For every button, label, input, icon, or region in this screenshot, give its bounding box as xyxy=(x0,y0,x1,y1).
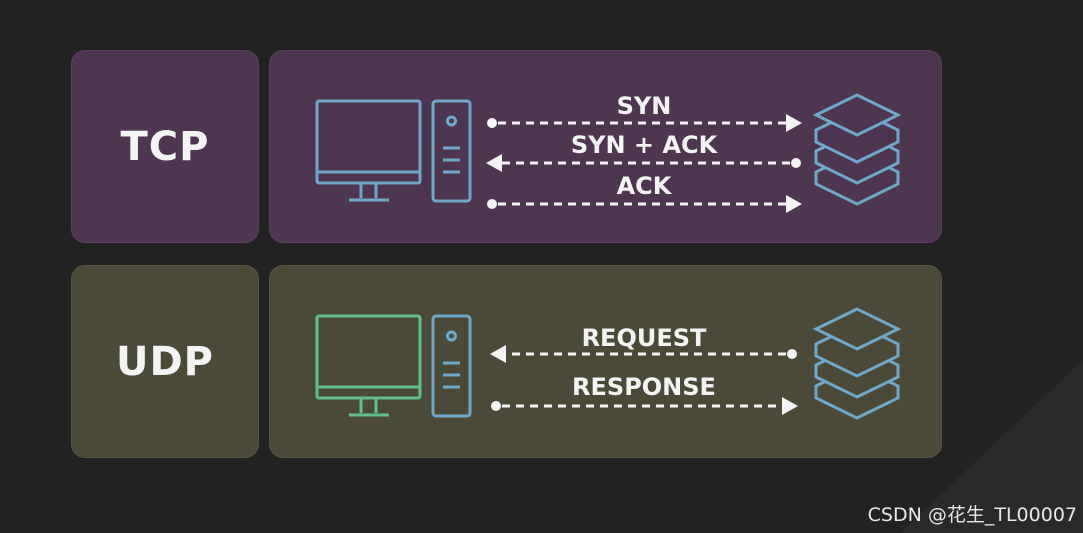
tower-pc-icon xyxy=(431,314,472,418)
monitor-icon xyxy=(315,99,422,202)
tcp-message-syn: SYN xyxy=(616,92,672,120)
tower-pc-icon xyxy=(431,99,472,203)
tcp-arrow-ack xyxy=(487,195,802,213)
monitor-icon xyxy=(315,314,422,417)
tcp-label: TCP xyxy=(120,123,210,170)
udp-label: UDP xyxy=(116,338,214,385)
tcp-label-box: TCP xyxy=(71,50,259,243)
udp-arrow-request xyxy=(490,345,797,363)
tcp-message-syn-ack: SYN + ACK xyxy=(570,131,718,159)
watermark: CSDN @花生_TL00007 xyxy=(867,504,1077,526)
tcp-arrow-syn xyxy=(487,114,802,132)
udp-message-request: REQUEST xyxy=(581,324,707,352)
server-stack-icon xyxy=(812,307,902,420)
tcp-arrow-syn-ack xyxy=(486,154,801,172)
udp-label-box: UDP xyxy=(71,265,259,458)
udp-arrow-response xyxy=(491,397,798,415)
tcp-message-ack: ACK xyxy=(616,172,672,200)
server-stack-icon xyxy=(812,93,902,206)
udp-message-response: RESPONSE xyxy=(572,373,716,401)
